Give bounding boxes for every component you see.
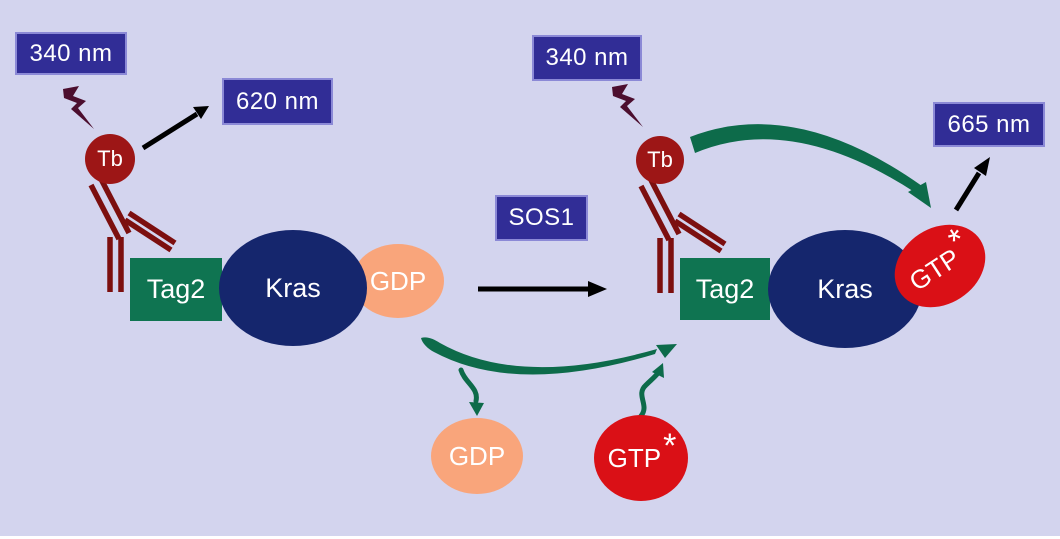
gdp-label: GDP [448, 440, 506, 471]
gdp-label: GDP [369, 265, 427, 296]
donor-emission-620nm-text: 620 nm [235, 87, 320, 115]
sos1-enzyme-text: SOS1 [508, 204, 575, 231]
donor-emission-arrow-icon [141, 106, 209, 151]
lightning-bolt-icon [612, 84, 643, 127]
excitation-340nm-label-left: 340 nm [15, 32, 127, 75]
reaction-arrow-icon [478, 281, 607, 297]
gtp-asterisk: * [663, 426, 677, 465]
donor-emission-620nm-label: 620 nm [222, 78, 333, 125]
fret-transfer-arrow-icon [690, 124, 931, 208]
acceptor-emission-665nm-label: 665 nm [933, 102, 1045, 147]
terbium-label: Tb [647, 147, 673, 172]
gdp-free-ellipse: GDP [431, 418, 523, 494]
tag2-label: Tag2 [695, 273, 755, 304]
tag2-label: Tag2 [146, 274, 206, 304]
gtp-label: GTP [607, 442, 662, 473]
kras-label: Kras [265, 272, 321, 303]
nucleotide-exchange-arc-icon [421, 337, 677, 375]
kras-ellipse-right: Kras [768, 230, 922, 348]
terbium-donor-right: Tb [636, 136, 684, 184]
terbium-label: Tb [97, 146, 123, 171]
lightning-bolt-icon [63, 86, 94, 129]
acceptor-emission-arrow-icon [953, 157, 990, 212]
tag2-box-right: Tag2 [680, 258, 770, 320]
kras-ellipse-left: Kras [219, 230, 367, 346]
kras-label: Kras [817, 273, 873, 304]
gdp-bound-ellipse: GDP [352, 244, 444, 318]
excitation-340nm-text: 340 nm [29, 39, 113, 67]
gdp-release-arrow-icon [458, 367, 484, 416]
excitation-340nm-text: 340 nm [545, 44, 629, 71]
gtp-binding-arrow-icon [638, 363, 664, 419]
excitation-340nm-label-right: 340 nm [532, 35, 642, 81]
antibody-icon [638, 178, 727, 293]
antibody-icon [88, 177, 177, 292]
gtp-free-ellipse: GTP* [594, 415, 688, 501]
terbium-donor-left: Tb [85, 134, 135, 184]
sos1-enzyme-label: SOS1 [495, 195, 588, 241]
tag2-box-left: Tag2 [130, 258, 222, 321]
acceptor-emission-665nm-text: 665 nm [947, 110, 1031, 138]
